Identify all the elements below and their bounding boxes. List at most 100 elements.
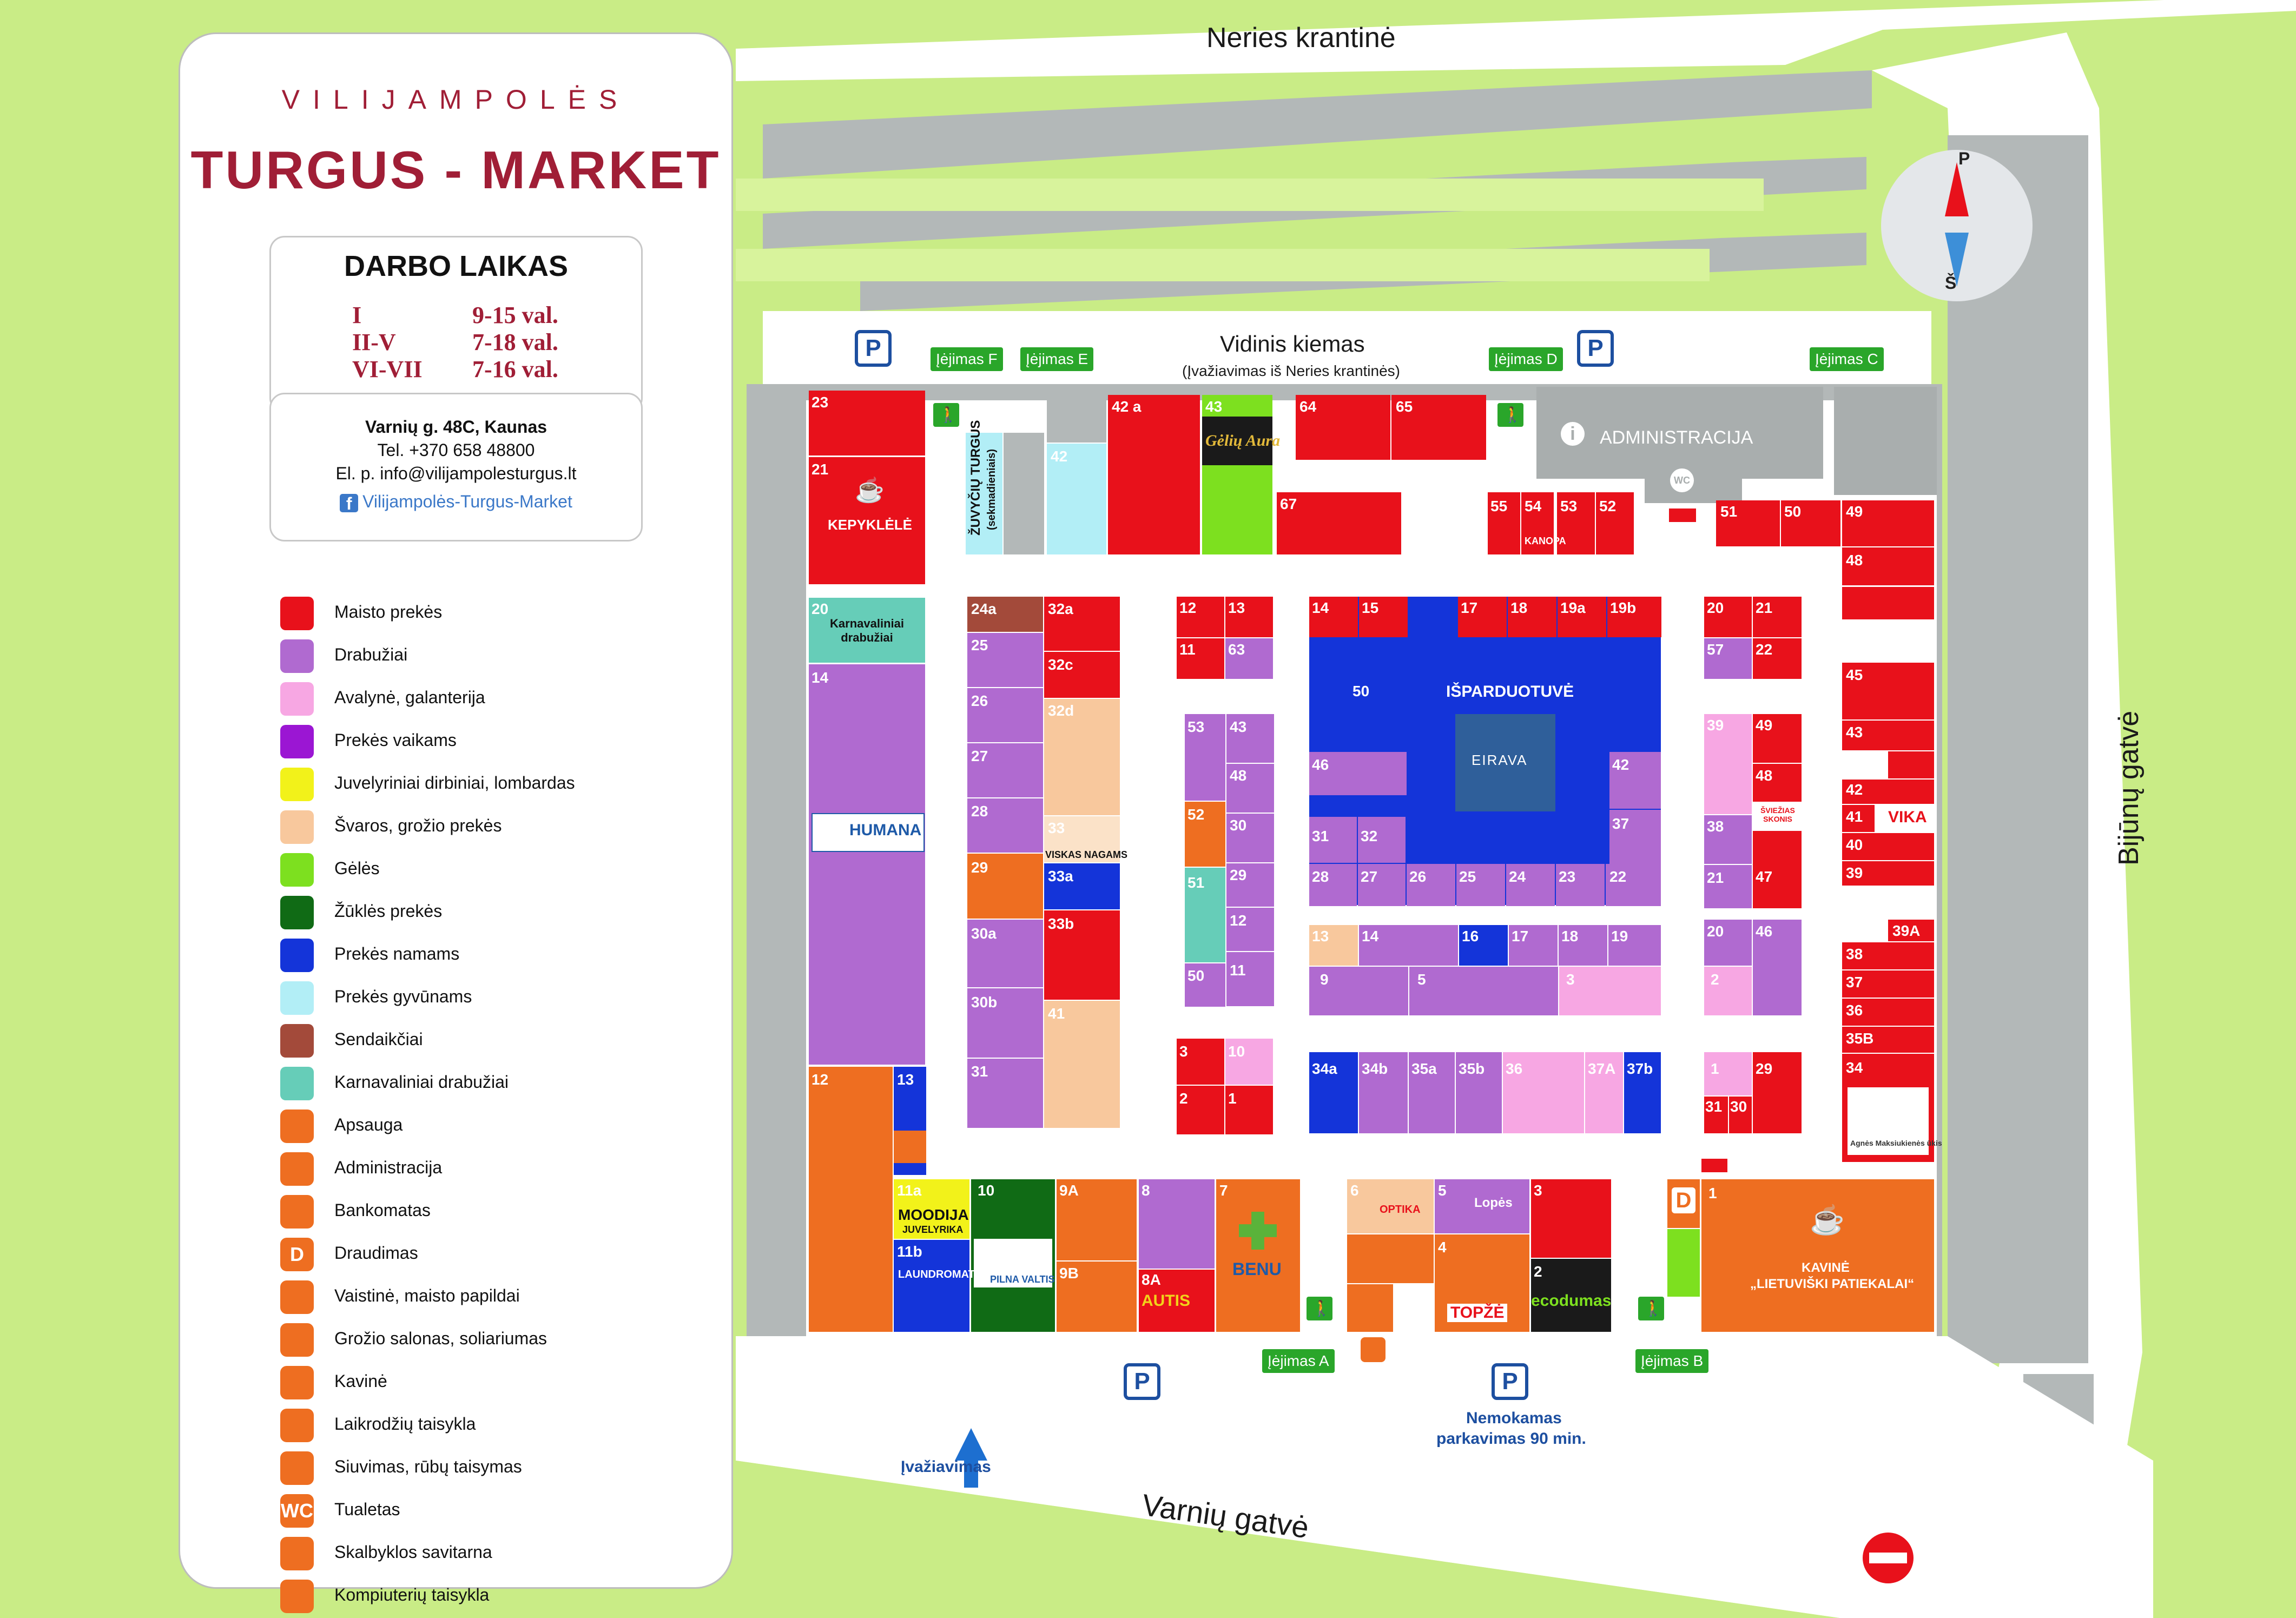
stall-39A[interactable] (1888, 920, 1934, 941)
stall-26m[interactable] (1407, 864, 1455, 906)
stall-43e-b[interactable] (1888, 751, 1934, 778)
stall-49e2[interactable] (1753, 714, 1802, 763)
stall-16m[interactable] (1459, 925, 1508, 966)
stall-41e[interactable] (1842, 805, 1875, 832)
stall-48e[interactable] (1842, 547, 1934, 585)
stall-20[interactable] (809, 598, 925, 663)
stall-49e[interactable] (1842, 500, 1934, 546)
stall-41[interactable] (1044, 1001, 1120, 1128)
stall-21e[interactable] (1753, 597, 1802, 637)
stall-40e[interactable] (1842, 833, 1934, 860)
stall-11b[interactable] (1177, 638, 1224, 679)
stall-37A[interactable] (1585, 1052, 1623, 1133)
stall-33b[interactable] (1044, 910, 1120, 1000)
stall-32c[interactable] (1044, 652, 1120, 698)
entrance-a[interactable]: Įėjimas A (1262, 1349, 1335, 1373)
stall-42m[interactable] (1609, 752, 1661, 809)
stall-12w[interactable] (809, 1067, 893, 1332)
stall-27[interactable] (967, 743, 1043, 797)
stall-34b[interactable] (1359, 1052, 1408, 1133)
stall-64[interactable] (1296, 395, 1390, 460)
stall-36[interactable] (1503, 1052, 1584, 1133)
stall-35a[interactable] (1409, 1052, 1455, 1133)
stall-30a[interactable] (967, 920, 1043, 987)
stall-15m-r[interactable] (1359, 597, 1408, 637)
stall-22m[interactable] (1606, 864, 1661, 906)
stall-32m[interactable] (1358, 817, 1406, 863)
stall-67[interactable] (1277, 492, 1401, 554)
stall-29e[interactable] (1753, 1052, 1802, 1133)
stall-13w-clock[interactable] (894, 1131, 926, 1163)
stall-10c[interactable] (1225, 1039, 1273, 1085)
stall-sviezias[interactable] (1753, 803, 1802, 830)
stall-19a[interactable] (1558, 597, 1606, 637)
stall-30c[interactable] (1226, 814, 1274, 862)
stall-9B[interactable] (1057, 1262, 1137, 1332)
stall-48e-b[interactable] (1842, 587, 1934, 619)
stall-63[interactable] (1225, 638, 1273, 679)
stall-38e[interactable] (1704, 815, 1752, 864)
stall-45[interactable] (1842, 663, 1934, 719)
stall-5s[interactable] (1435, 1179, 1529, 1233)
stall-23m[interactable] (1556, 864, 1605, 906)
stall-52n[interactable] (1596, 492, 1634, 554)
stall-14m-r[interactable] (1309, 597, 1358, 637)
stall-21e2[interactable] (1704, 865, 1752, 908)
stall-37m[interactable] (1609, 810, 1661, 864)
stall-13m[interactable] (1309, 925, 1358, 966)
stall-18m[interactable] (1508, 597, 1556, 637)
stall-65[interactable] (1391, 395, 1486, 460)
stall-24a[interactable] (967, 597, 1043, 632)
entrance-d[interactable]: Įėjimas D (1489, 347, 1563, 371)
stall-6s[interactable] (1347, 1179, 1434, 1233)
stall-8A[interactable] (1139, 1270, 1215, 1332)
stall-32d[interactable] (1044, 699, 1120, 815)
stall-14m2[interactable] (1359, 925, 1458, 966)
stall-3c[interactable] (1177, 1039, 1224, 1085)
stall-42-pets[interactable] (1047, 444, 1106, 554)
stall-3s[interactable] (1531, 1179, 1611, 1258)
stall-43-logo[interactable] (1202, 417, 1272, 465)
stall-53n[interactable] (1557, 492, 1595, 554)
stall-57[interactable] (1704, 638, 1752, 679)
stall-11a[interactable] (894, 1179, 969, 1239)
stall-14[interactable] (809, 664, 925, 1065)
stall-2e[interactable] (1704, 967, 1752, 1015)
stall-25m[interactable] (1456, 864, 1505, 906)
stall-34a[interactable] (1309, 1052, 1358, 1133)
stall-12b[interactable] (1177, 597, 1224, 637)
stall-36e[interactable] (1842, 999, 1934, 1026)
stall-43c[interactable] (1226, 714, 1274, 763)
stall-26[interactable] (967, 688, 1043, 742)
stall-33a[interactable] (1044, 863, 1120, 909)
stall-25[interactable] (967, 633, 1043, 687)
stall-vika[interactable] (1876, 805, 1934, 832)
stall-6s-c[interactable] (1347, 1284, 1393, 1332)
stall-17m[interactable] (1458, 597, 1507, 637)
stall-42a[interactable] (1108, 395, 1200, 554)
stall-20e[interactable] (1704, 597, 1752, 637)
stall-51c[interactable] (1185, 868, 1225, 962)
stall-30b[interactable] (967, 988, 1043, 1058)
stall-38e2[interactable] (1842, 942, 1934, 969)
stall-31a[interactable] (967, 1059, 1043, 1128)
stall-50c[interactable] (1185, 963, 1225, 1007)
stall-23[interactable] (809, 391, 925, 455)
stall-7s[interactable] (1216, 1179, 1300, 1332)
stall-13b[interactable] (1225, 597, 1273, 637)
stall-1e[interactable] (1704, 1052, 1752, 1095)
fish-market[interactable] (966, 433, 1002, 554)
stall-green[interactable] (1667, 1229, 1700, 1297)
stall-31e[interactable] (1704, 1097, 1728, 1133)
stall-29a[interactable] (967, 854, 1043, 919)
stall-29c[interactable] (1226, 863, 1274, 907)
stall-37e[interactable] (1842, 970, 1934, 998)
stall-53c[interactable] (1185, 714, 1225, 801)
stall-28[interactable] (967, 798, 1043, 853)
stall-39e2[interactable] (1842, 861, 1934, 886)
entrance-c[interactable]: Įėjimas C (1810, 347, 1884, 371)
stall-32a[interactable] (1044, 597, 1120, 651)
stall-50e[interactable] (1781, 500, 1840, 546)
stall-42e[interactable] (1842, 780, 1934, 804)
